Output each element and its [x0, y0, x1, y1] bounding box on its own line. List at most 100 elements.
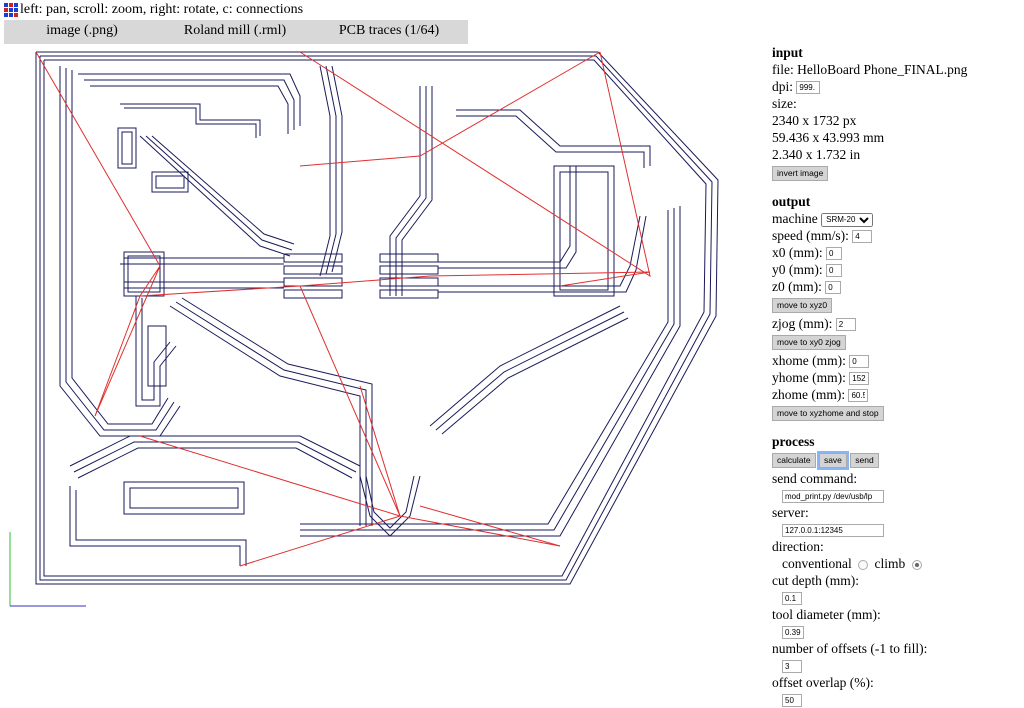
tab-pcb-traces[interactable]: PCB traces (1/64) [338, 23, 440, 38]
toolpath-traces [35, 51, 719, 585]
input-section: input file: HelloBoard Phone_FINAL.png d… [772, 44, 1022, 183]
machine-label: machine [772, 211, 818, 226]
settings-panel: input file: HelloBoard Phone_FINAL.png d… [772, 44, 1022, 708]
overlap-input[interactable] [782, 694, 802, 708]
process-section: process calculate save send send command… [772, 433, 1022, 708]
conventional-radio[interactable] [858, 559, 869, 570]
trace-path [300, 206, 681, 537]
send-command-label: send command: [772, 471, 858, 486]
send-command-input[interactable] [782, 490, 884, 504]
zhome-label: zhome (mm): [772, 387, 846, 402]
climb-label: climb [874, 556, 906, 571]
trace-path [84, 79, 295, 130]
size-px: 2340 x 1732 px [772, 113, 857, 128]
invert-image-button[interactable]: invert image [772, 166, 829, 181]
size-label: size: [772, 96, 797, 111]
trace-path [300, 210, 669, 525]
x0-label: x0 (mm): [772, 245, 823, 260]
machine-select[interactable]: SRM-20 [821, 212, 874, 227]
server-label: server: [772, 505, 809, 520]
z0-input[interactable] [825, 281, 842, 295]
trace-pad [123, 481, 245, 515]
offsets-input[interactable] [782, 660, 802, 674]
tab-image-png[interactable]: image (.png) [46, 23, 118, 38]
climb-radio[interactable] [911, 559, 922, 570]
trace-path [365, 475, 415, 529]
cut-depth-label: cut depth (mm): [772, 573, 859, 588]
workflow-tabs: image (.png) Roland mill (.rml) PCB trac… [4, 20, 468, 44]
direction-label: direction: [772, 539, 824, 554]
send-button[interactable]: send [850, 453, 879, 468]
trace-pad [117, 127, 137, 169]
connection-line [139, 271, 651, 297]
cut-depth-input[interactable] [782, 592, 802, 606]
trace-path [169, 305, 361, 526]
trace-path [151, 135, 295, 245]
trace-pad [129, 487, 239, 509]
connection-line [299, 51, 651, 278]
xhome-label: xhome (mm): [772, 353, 846, 368]
trace-path [389, 86, 421, 296]
move-to-xyzhome-button[interactable]: move to xyzhome and stop [772, 406, 884, 421]
xhome-input[interactable] [849, 355, 870, 369]
connection-line [239, 515, 401, 567]
trace-path [77, 447, 353, 479]
trace-path [456, 115, 645, 168]
connection-line [559, 271, 651, 287]
trace-path [181, 297, 373, 526]
speed-input[interactable] [852, 230, 873, 244]
trace-path [300, 208, 675, 531]
trace-path [319, 65, 331, 277]
zhome-input[interactable] [848, 389, 869, 403]
move-to-xyz0-button[interactable]: move to xyz0 [772, 298, 833, 313]
save-button[interactable]: save [818, 453, 847, 468]
calculate-button[interactable]: calculate [772, 453, 816, 468]
conventional-label: conventional [782, 556, 852, 571]
trace-path [438, 166, 571, 263]
connection-line [419, 505, 561, 547]
trace-pad [155, 175, 185, 189]
trace-path [435, 311, 625, 431]
controls-hint: left: pan, scroll: zoom, right: rotate, … [20, 2, 304, 17]
tab-roland-mill[interactable]: Roland mill (.rml) [183, 23, 287, 38]
output-title: output [772, 194, 811, 209]
trace-path [438, 215, 647, 293]
connection-lines [35, 51, 651, 567]
trace-path [71, 70, 169, 425]
trace-path [401, 86, 433, 296]
trace-path [73, 441, 357, 473]
speed-label: speed (mm/s): [772, 228, 849, 243]
trace-path [139, 135, 291, 257]
trace-pad [553, 165, 615, 297]
trace-path [325, 65, 337, 275]
trace-outline [39, 55, 713, 581]
dpi-input[interactable] [796, 81, 821, 95]
trace-path [69, 486, 241, 566]
offsets-label: number of offsets (-1 to fill): [772, 641, 928, 656]
move-to-xy0-zjog-button[interactable]: move to xy0 zjog [772, 335, 846, 350]
server-input[interactable] [782, 524, 884, 538]
dpi-label: dpi: [772, 79, 794, 94]
trace-path [175, 301, 367, 526]
trace-pin-rows [283, 253, 439, 299]
toolpath-canvas[interactable] [0, 46, 760, 646]
trace-outline [43, 59, 707, 577]
trace-pad [121, 131, 133, 165]
tool-diameter-input[interactable] [782, 626, 804, 640]
input-title: input [772, 45, 803, 60]
z0-label: z0 (mm): [772, 279, 822, 294]
zjog-label: zjog (mm): [772, 316, 833, 331]
y0-input[interactable] [826, 264, 842, 278]
connection-line [299, 285, 401, 517]
connection-line [299, 51, 601, 167]
trace-path [78, 73, 301, 126]
trace-path [75, 490, 247, 566]
trace-path [395, 86, 427, 296]
trace-pad [147, 325, 167, 387]
trace-path [331, 65, 343, 273]
zjog-input[interactable] [835, 318, 856, 332]
process-title: process [772, 434, 815, 449]
file-name: file: HelloBoard Phone_FINAL.png [772, 62, 968, 77]
x0-input[interactable] [826, 247, 842, 261]
yhome-input[interactable] [849, 372, 870, 386]
